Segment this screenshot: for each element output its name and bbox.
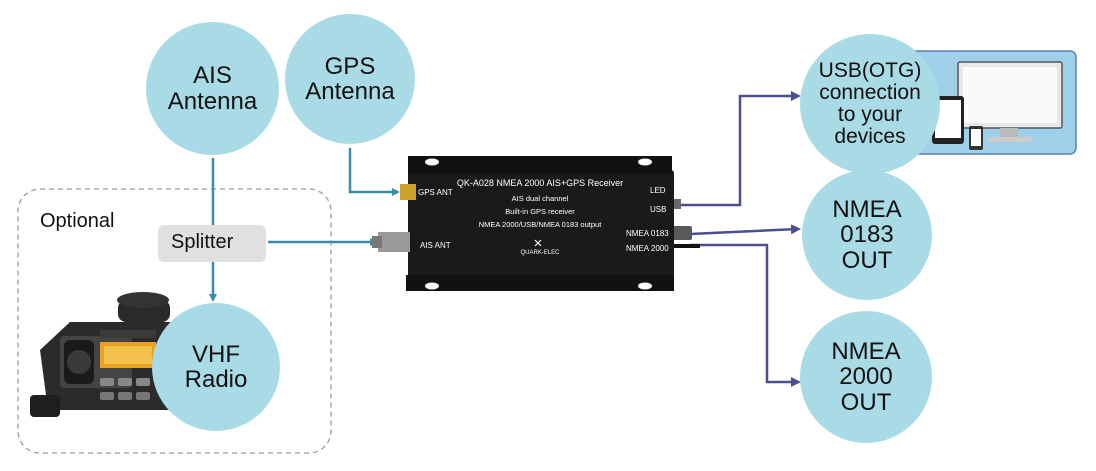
device-brand: QUARK-ELEC <box>520 250 560 256</box>
qk-a028-device <box>372 156 674 291</box>
splitter-box <box>158 225 266 262</box>
device-line-2: Built-in GPS receiver <box>505 207 575 216</box>
gps-antenna-label: GPS Antenna <box>305 52 395 105</box>
ais-antenna-node: AIS Antenna <box>146 22 279 155</box>
device-line-3: NMEA 2000/USB/NMEA 0183 output <box>478 220 602 229</box>
nmea0183-arrow <box>689 224 801 236</box>
nmea2000-out-label: NMEA 2000 OUT <box>831 338 901 416</box>
nmea2000-port-label: NMEA 2000 <box>626 244 669 253</box>
gps-ant-port-label: GPS ANT <box>418 188 453 197</box>
device-title: QK-A028 NMEA 2000 AIS+GPS Receiver <box>456 178 624 188</box>
nmea0183-port-label: NMEA 0183 <box>626 229 669 238</box>
nmea0183-out-node: NMEA 0183 OUT <box>802 170 932 300</box>
splitter-label: Splitter <box>171 231 234 253</box>
led-port-label: LED <box>650 186 666 195</box>
nmea0183-out-label: NMEA 0183 OUT <box>832 196 902 274</box>
devices-illustration <box>908 50 1077 155</box>
vhf-radio-node: VHF Radio <box>152 303 280 431</box>
ais-ant-port-label: AIS ANT <box>420 241 451 250</box>
nmea2000-arrow <box>690 243 801 387</box>
gps-antenna-node: GPS Antenna <box>285 14 415 144</box>
gps-to-device-arrow <box>348 148 400 196</box>
ais-antenna-label: AIS Antenna <box>167 62 258 115</box>
usb-connection-label: USB(OTG) connection to your devices <box>818 58 922 149</box>
usb-to-devices-arrow <box>676 91 801 207</box>
usb-port-label: USB <box>650 205 667 214</box>
optional-label: Optional <box>40 210 115 232</box>
usb-connection-node: USB(OTG) connection to your devices <box>800 34 940 174</box>
vhf-radio-label: VHF Radio <box>184 340 248 393</box>
nmea2000-out-node: NMEA 2000 OUT <box>800 311 932 443</box>
device-line-1: AIS dual channel <box>511 194 569 203</box>
